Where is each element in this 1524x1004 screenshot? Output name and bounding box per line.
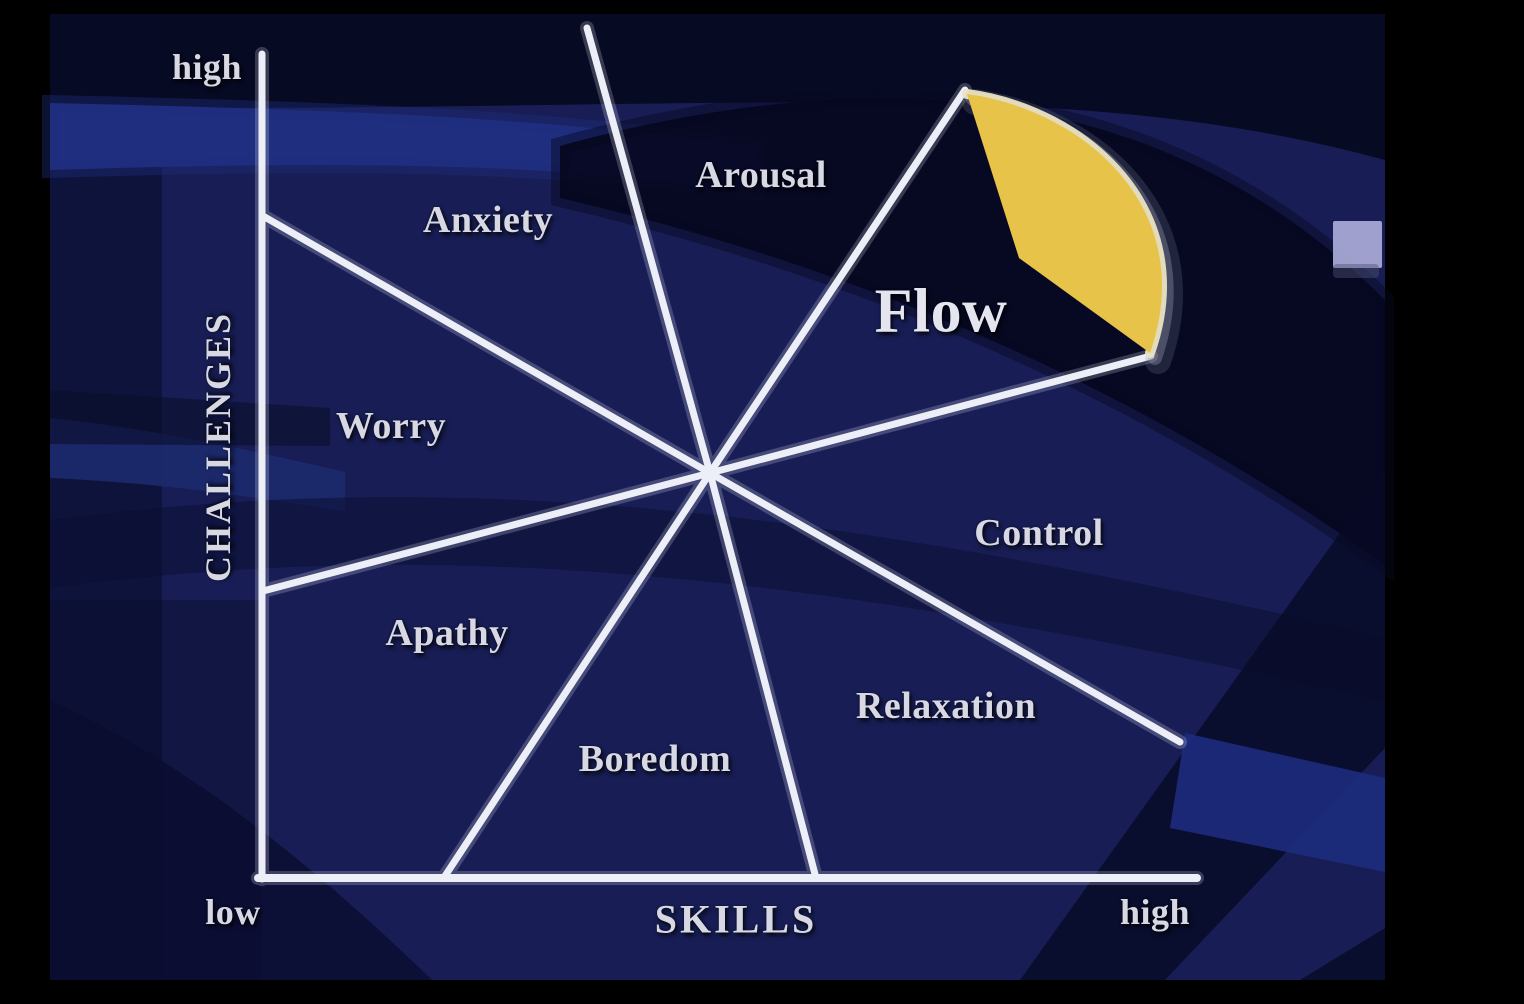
region-label-relaxation: Relaxation (855, 685, 1037, 727)
lavender-fragment (1333, 221, 1382, 268)
y-axis-high-tick: high (171, 47, 243, 87)
y-axis-title: CHALLENGES (198, 311, 238, 583)
boundary-control-flow (706, 352, 1155, 477)
background-corner-shade (1300, 928, 1385, 980)
background-belowaxis-shade (50, 600, 262, 980)
region-label-anxiety: Anxiety (422, 199, 554, 241)
origin-low-tick: low (205, 892, 261, 932)
background-mid-wave (50, 497, 1385, 702)
boundary-relaxation-control (706, 469, 1184, 746)
boundary-arousal-anxiety (583, 24, 714, 477)
x-axis-high-tick: high (1119, 892, 1191, 932)
boundary-apathy-boredom (441, 469, 714, 880)
region-label-arousal: Arousal (695, 154, 827, 196)
boundary-flow-arousal (706, 86, 969, 477)
lavender-fragment-shadow (1333, 264, 1379, 278)
boundary-anxiety-worry (259, 212, 714, 477)
region-label-control: Control (974, 512, 1104, 554)
region-label-apathy: Apathy (385, 612, 509, 654)
background-dark-sweep-right (560, 98, 1385, 565)
region-label-boredom: Boredom (578, 738, 732, 780)
x-axis-title: SKILLS (654, 896, 818, 942)
flow-wedge-highlight (967, 94, 1163, 353)
background-top-band (50, 14, 1385, 160)
boundary-worry-apathy (259, 469, 714, 595)
background-bright-diagonal (1170, 733, 1385, 872)
boundary-boredom-relaxation (706, 469, 820, 882)
background-bottomleft-shade (50, 700, 432, 980)
background-dark-diagonal (1020, 470, 1385, 980)
region-label-worry: Worry (335, 405, 447, 447)
region-label-flow: Flow (874, 277, 1008, 346)
